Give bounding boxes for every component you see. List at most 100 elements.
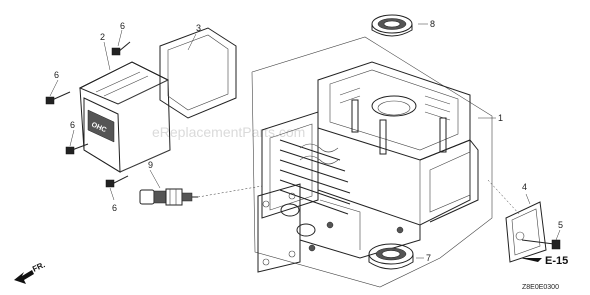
callout-4: 4 — [522, 182, 527, 192]
callout-3: 3 — [196, 23, 201, 33]
plug-insulator — [153, 190, 167, 204]
plate-hole — [515, 231, 525, 241]
callout-6-bottom: 6 — [112, 203, 117, 213]
breather-plate — [505, 201, 547, 263]
rib — [339, 95, 361, 104]
oil-seal-top — [371, 14, 413, 37]
rib — [339, 87, 361, 96]
bolt-shank — [51, 91, 71, 101]
leader-2 — [103, 41, 111, 71]
fin — [279, 189, 349, 215]
leader-5 — [555, 229, 561, 241]
oil-seal-bottom — [368, 243, 414, 270]
plug-hex — [165, 188, 183, 206]
section-reference: E-15 — [520, 255, 568, 267]
cover-emblem — [87, 109, 115, 143]
leader-6a — [117, 29, 123, 47]
head-cover: OHC — [78, 61, 171, 173]
block-outline — [251, 36, 493, 288]
seal-center — [383, 20, 401, 28]
leader-6c — [69, 129, 75, 147]
bolt-hole — [262, 258, 270, 266]
flange-window — [429, 151, 471, 213]
drawing-code: Z8E0E0300 — [522, 284, 559, 291]
flange-bolt — [521, 239, 561, 250]
callout-6-middle: 6 — [70, 120, 75, 130]
right-flange — [419, 139, 479, 223]
fin — [279, 179, 351, 205]
leader-6b — [49, 79, 59, 97]
front-marker-label: FR. — [31, 260, 46, 274]
plug-boot — [139, 189, 155, 205]
bolt-head — [396, 226, 404, 234]
section-arrow-icon — [520, 258, 542, 262]
front-arrow-icon — [14, 270, 34, 284]
fin — [279, 139, 341, 161]
cylinder-head-face — [261, 111, 319, 219]
plug-thread — [181, 192, 193, 202]
fin — [279, 159, 349, 183]
callout-6-top: 6 — [120, 21, 125, 31]
stud — [439, 117, 447, 153]
fin — [279, 169, 351, 194]
cylinder-block-drawing — [251, 36, 493, 288]
rib — [424, 103, 451, 113]
section-ref-label: E-15 — [545, 255, 568, 267]
callout-7: 7 — [426, 253, 431, 263]
leader-9 — [149, 169, 161, 189]
leader-plug-path — [197, 185, 263, 198]
leader-plate-path — [487, 179, 521, 216]
stud — [379, 119, 387, 155]
port — [280, 203, 300, 217]
callout-2: 2 — [100, 32, 105, 42]
seal-center — [381, 250, 401, 258]
plate-inner — [511, 208, 541, 256]
watermark-text: eReplacementParts.com — [152, 124, 305, 140]
gasket-inner — [167, 34, 229, 111]
bolt-hole — [288, 250, 296, 258]
bolt-head — [111, 47, 121, 56]
bolt-group — [45, 41, 131, 188]
callout-9: 9 — [148, 160, 153, 170]
cover-bottom — [119, 149, 171, 173]
cylinder-head-inner — [269, 123, 313, 211]
seal-side — [368, 254, 414, 270]
seal-side — [371, 24, 413, 37]
stud — [351, 99, 359, 133]
block-top-inner — [329, 69, 459, 151]
cover-line — [103, 75, 149, 97]
spark-plug — [139, 188, 198, 206]
cover-top — [78, 61, 170, 105]
bolt-hole — [288, 192, 296, 200]
block-base-edge — [319, 199, 361, 250]
bolt-head — [65, 146, 75, 155]
head-cover-gasket — [159, 27, 237, 119]
port — [296, 223, 316, 237]
bolt-head — [326, 221, 334, 229]
front-marker: FR. — [14, 260, 47, 284]
top-bore-inner — [377, 100, 411, 116]
cover-line — [95, 71, 141, 93]
bolt-hole — [262, 200, 270, 208]
head-plate — [257, 183, 301, 273]
bolt-shank — [521, 239, 555, 245]
bolt-shank — [111, 175, 129, 185]
gasket-outer — [159, 27, 237, 119]
leader-lines — [49, 23, 561, 259]
callout-1: 1 — [498, 113, 503, 123]
fin — [279, 149, 346, 172]
leader-6d — [109, 187, 115, 201]
bolt-head — [308, 244, 316, 252]
leader-4 — [525, 193, 531, 205]
fin-curl — [299, 143, 339, 153]
top-bore — [371, 95, 417, 117]
bolt-head — [105, 179, 115, 188]
callouts: 8 1 7 4 5 2 3 6 6 6 6 9 — [54, 19, 563, 263]
bolt-shank — [71, 143, 89, 151]
callout-8: 8 — [430, 19, 435, 29]
callout-5: 5 — [558, 220, 563, 230]
plate-outline — [505, 201, 547, 263]
bolt-head — [45, 96, 55, 105]
